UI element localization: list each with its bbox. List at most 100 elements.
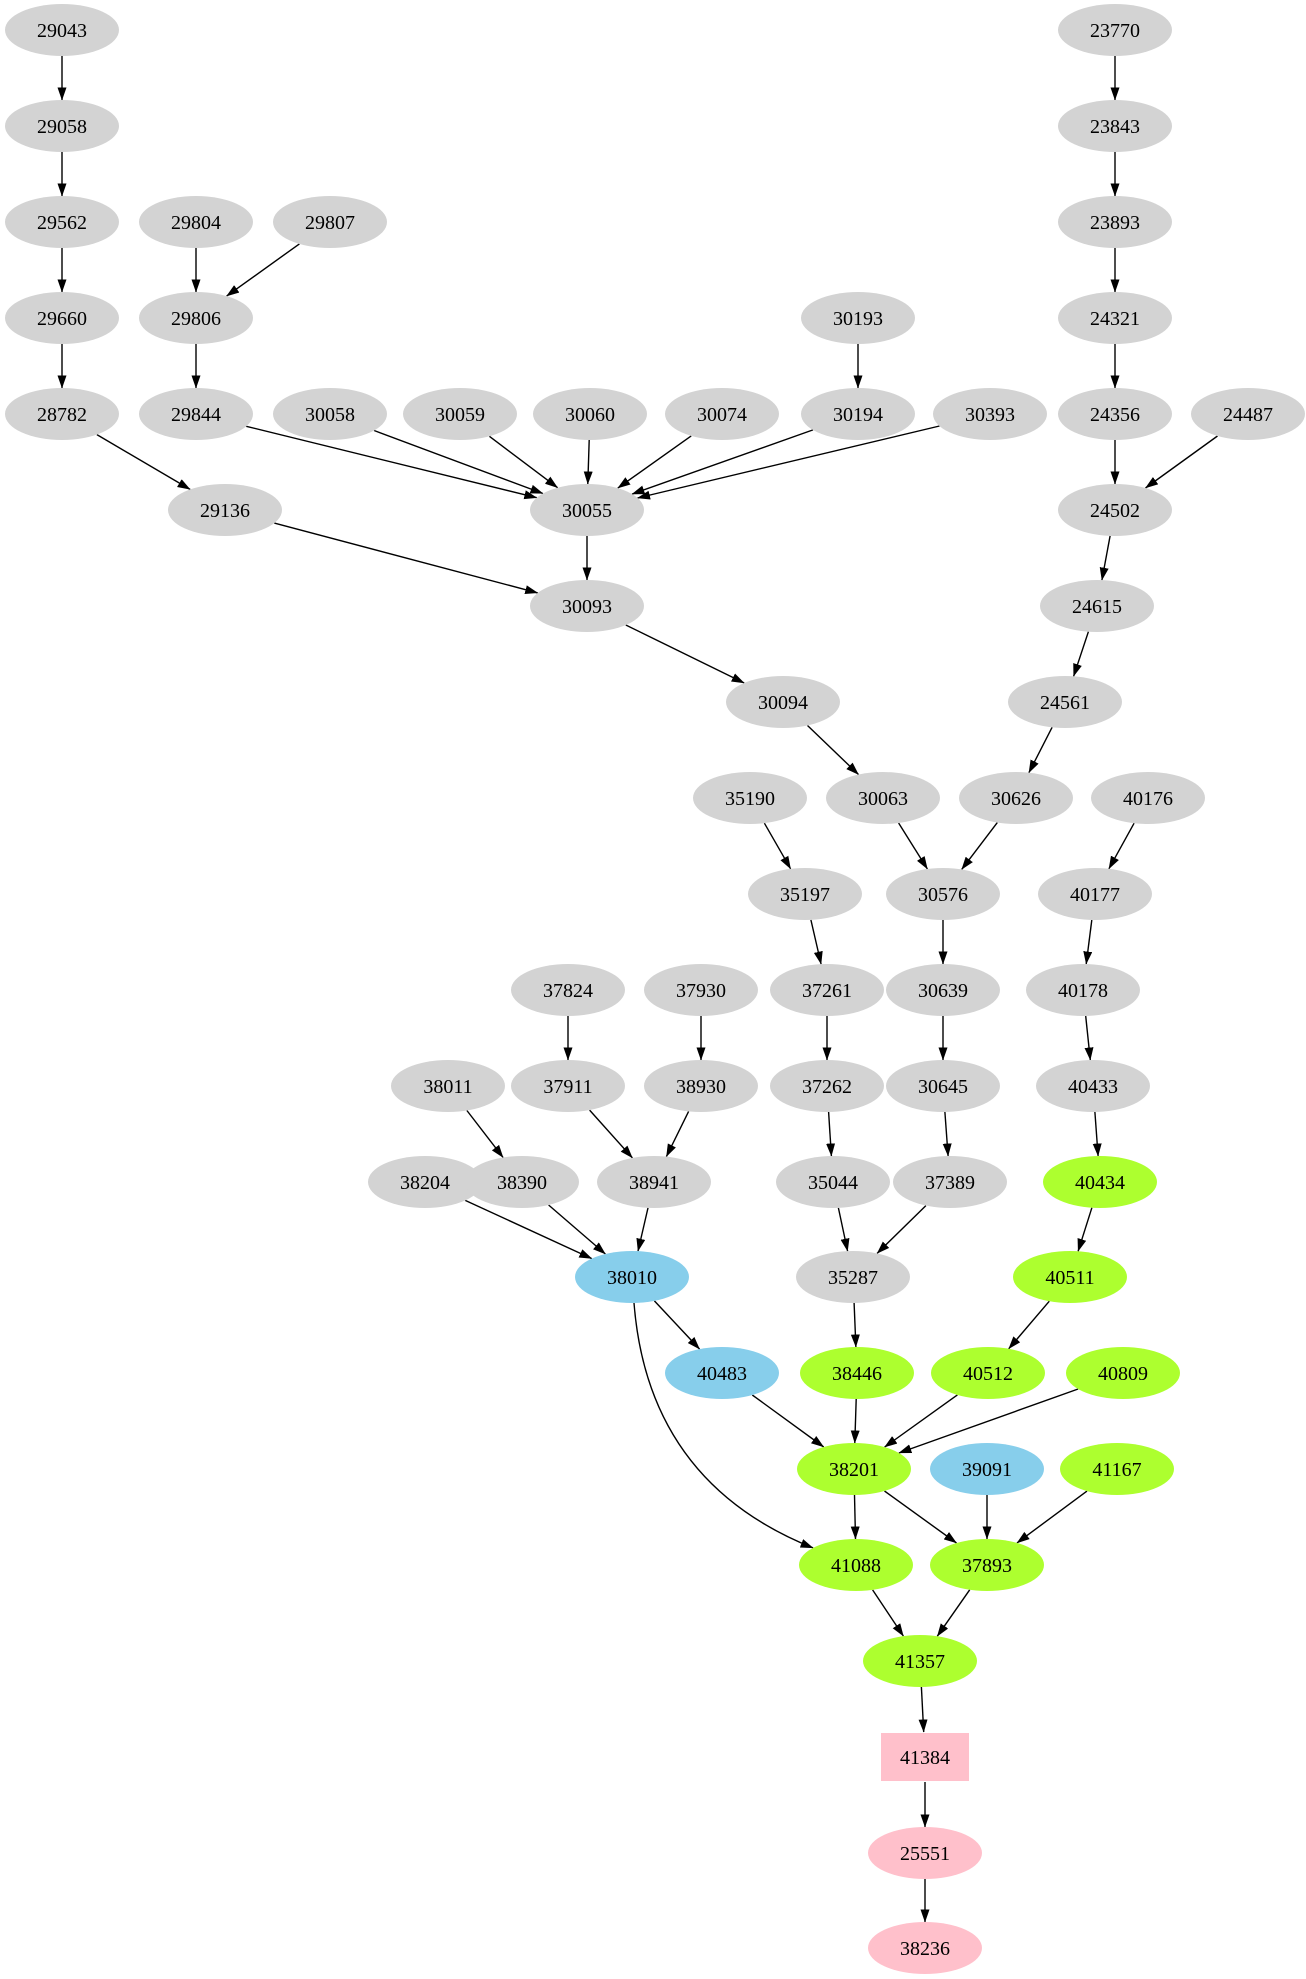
graph-node-38201: 38201 <box>797 1443 911 1495</box>
node-label: 37893 <box>962 1555 1012 1577</box>
node-ellipse-shape <box>1008 676 1122 728</box>
graph-edge-38201-41088 <box>850 1494 860 1540</box>
node-label: 40434 <box>1075 1172 1125 1194</box>
node-label: 35190 <box>725 788 775 810</box>
node-ellipse-shape <box>826 772 940 824</box>
node-ellipse-shape <box>403 388 517 440</box>
graph-node-35197: 35197 <box>748 868 862 920</box>
graph-edge-37893-41357 <box>936 1589 971 1637</box>
edges-layer <box>57 56 1218 1923</box>
node-ellipse-shape <box>1066 1347 1180 1399</box>
node-ellipse-shape <box>799 1539 913 1591</box>
graph-node-24321: 24321 <box>1058 292 1172 344</box>
node-label: 24356 <box>1090 404 1140 426</box>
graph-node-30059: 30059 <box>403 388 517 440</box>
graph-node-38204: 38204 <box>368 1156 482 1208</box>
graph-edge-30393-30055 <box>637 425 940 500</box>
node-label: 29844 <box>171 404 221 426</box>
graph-node-29804: 29804 <box>139 196 253 248</box>
node-label: 30626 <box>991 788 1041 810</box>
node-label: 38390 <box>497 1172 547 1194</box>
node-label: 30093 <box>562 596 612 618</box>
node-label: 29806 <box>171 308 221 330</box>
graph-node-41384: 41384 <box>881 1733 969 1781</box>
node-ellipse-shape <box>644 964 758 1016</box>
graph-node-30055: 30055 <box>530 484 644 536</box>
node-ellipse-shape <box>931 1347 1045 1399</box>
node-ellipse-shape <box>530 580 644 632</box>
node-ellipse-shape <box>800 1347 914 1399</box>
graph-edge-35197-37261 <box>810 919 823 965</box>
graph-node-41167: 41167 <box>1060 1443 1174 1495</box>
node-ellipse-shape <box>801 388 915 440</box>
node-label: 38010 <box>607 1267 657 1289</box>
node-ellipse-shape <box>1036 1060 1150 1112</box>
node-label: 24561 <box>1040 692 1090 714</box>
graph-edge-24615-24561 <box>1072 631 1090 677</box>
node-ellipse-shape <box>1040 580 1154 632</box>
node-ellipse-shape <box>796 1251 910 1303</box>
node-label: 29804 <box>171 212 221 234</box>
graph-node-23770: 23770 <box>1058 4 1172 56</box>
graph-edge-38941-38010 <box>636 1207 649 1252</box>
node-ellipse-shape <box>5 196 119 248</box>
node-label: 24615 <box>1072 596 1122 618</box>
node-ellipse-shape <box>5 292 119 344</box>
node-label: 38204 <box>400 1172 450 1194</box>
graph-edge-40178-40433 <box>1084 1015 1094 1061</box>
node-label: 39091 <box>962 1459 1012 1481</box>
graph-edge-38201-37893 <box>884 1490 957 1544</box>
node-label: 35197 <box>780 884 830 906</box>
graph-edge-38010-41088 <box>633 1302 814 1549</box>
node-ellipse-shape <box>644 1060 758 1112</box>
graph-edge-38390-38010 <box>548 1204 606 1255</box>
node-label: 29136 <box>200 500 250 522</box>
node-ellipse-shape <box>511 1060 625 1112</box>
graph-node-30093: 30093 <box>530 580 644 632</box>
graph-node-40483: 40483 <box>665 1347 779 1399</box>
graph-edge-35044-35287 <box>837 1207 850 1252</box>
graph-edge-30059-30055 <box>488 435 559 489</box>
node-ellipse-shape <box>368 1156 482 1208</box>
node-ellipse-shape <box>1091 772 1205 824</box>
graph-node-29806: 29806 <box>139 292 253 344</box>
graph-node-39091: 39091 <box>930 1443 1044 1495</box>
graph-edge-35287-38446 <box>850 1302 860 1348</box>
node-ellipse-shape <box>770 964 884 1016</box>
graph-node-30060: 30060 <box>533 388 647 440</box>
node-label: 30645 <box>918 1076 968 1098</box>
node-label: 29043 <box>37 20 87 42</box>
graph-node-37824: 37824 <box>511 964 625 1016</box>
node-ellipse-shape <box>868 1827 982 1879</box>
graph-node-29043: 29043 <box>5 4 119 56</box>
graph-edge-37911-38941 <box>589 1109 633 1159</box>
graph-node-29844: 29844 <box>139 388 253 440</box>
node-label: 40483 <box>697 1363 747 1385</box>
node-label: 37262 <box>802 1076 852 1098</box>
graph-node-30193: 30193 <box>801 292 915 344</box>
node-label: 30194 <box>833 404 883 426</box>
node-ellipse-shape <box>801 292 915 344</box>
graph-node-29058: 29058 <box>5 100 119 152</box>
graph-node-30074: 30074 <box>665 388 779 440</box>
graph-node-40178: 40178 <box>1026 964 1140 1016</box>
node-label: 41384 <box>900 1747 950 1769</box>
graph-node-24487: 24487 <box>1191 388 1305 440</box>
node-label: 40512 <box>963 1363 1013 1385</box>
node-ellipse-shape <box>5 388 119 440</box>
graph-node-30393: 30393 <box>933 388 1047 440</box>
graph-node-30576: 30576 <box>886 868 1000 920</box>
graph-node-37261: 37261 <box>770 964 884 1016</box>
graph-edge-40434-40511 <box>1077 1207 1093 1252</box>
node-label: 25551 <box>900 1843 950 1865</box>
node-ellipse-shape <box>886 1060 1000 1112</box>
graph-node-38390: 38390 <box>465 1156 579 1208</box>
graph-node-37911: 37911 <box>511 1060 625 1112</box>
node-ellipse-shape <box>1058 196 1172 248</box>
graph-node-41088: 41088 <box>799 1539 913 1591</box>
node-ellipse-shape <box>893 1156 1007 1208</box>
graph-node-38011: 38011 <box>391 1060 505 1112</box>
node-ellipse-shape <box>726 676 840 728</box>
graph-edge-41357-41384 <box>918 1686 928 1733</box>
graph-node-35044: 35044 <box>776 1156 890 1208</box>
